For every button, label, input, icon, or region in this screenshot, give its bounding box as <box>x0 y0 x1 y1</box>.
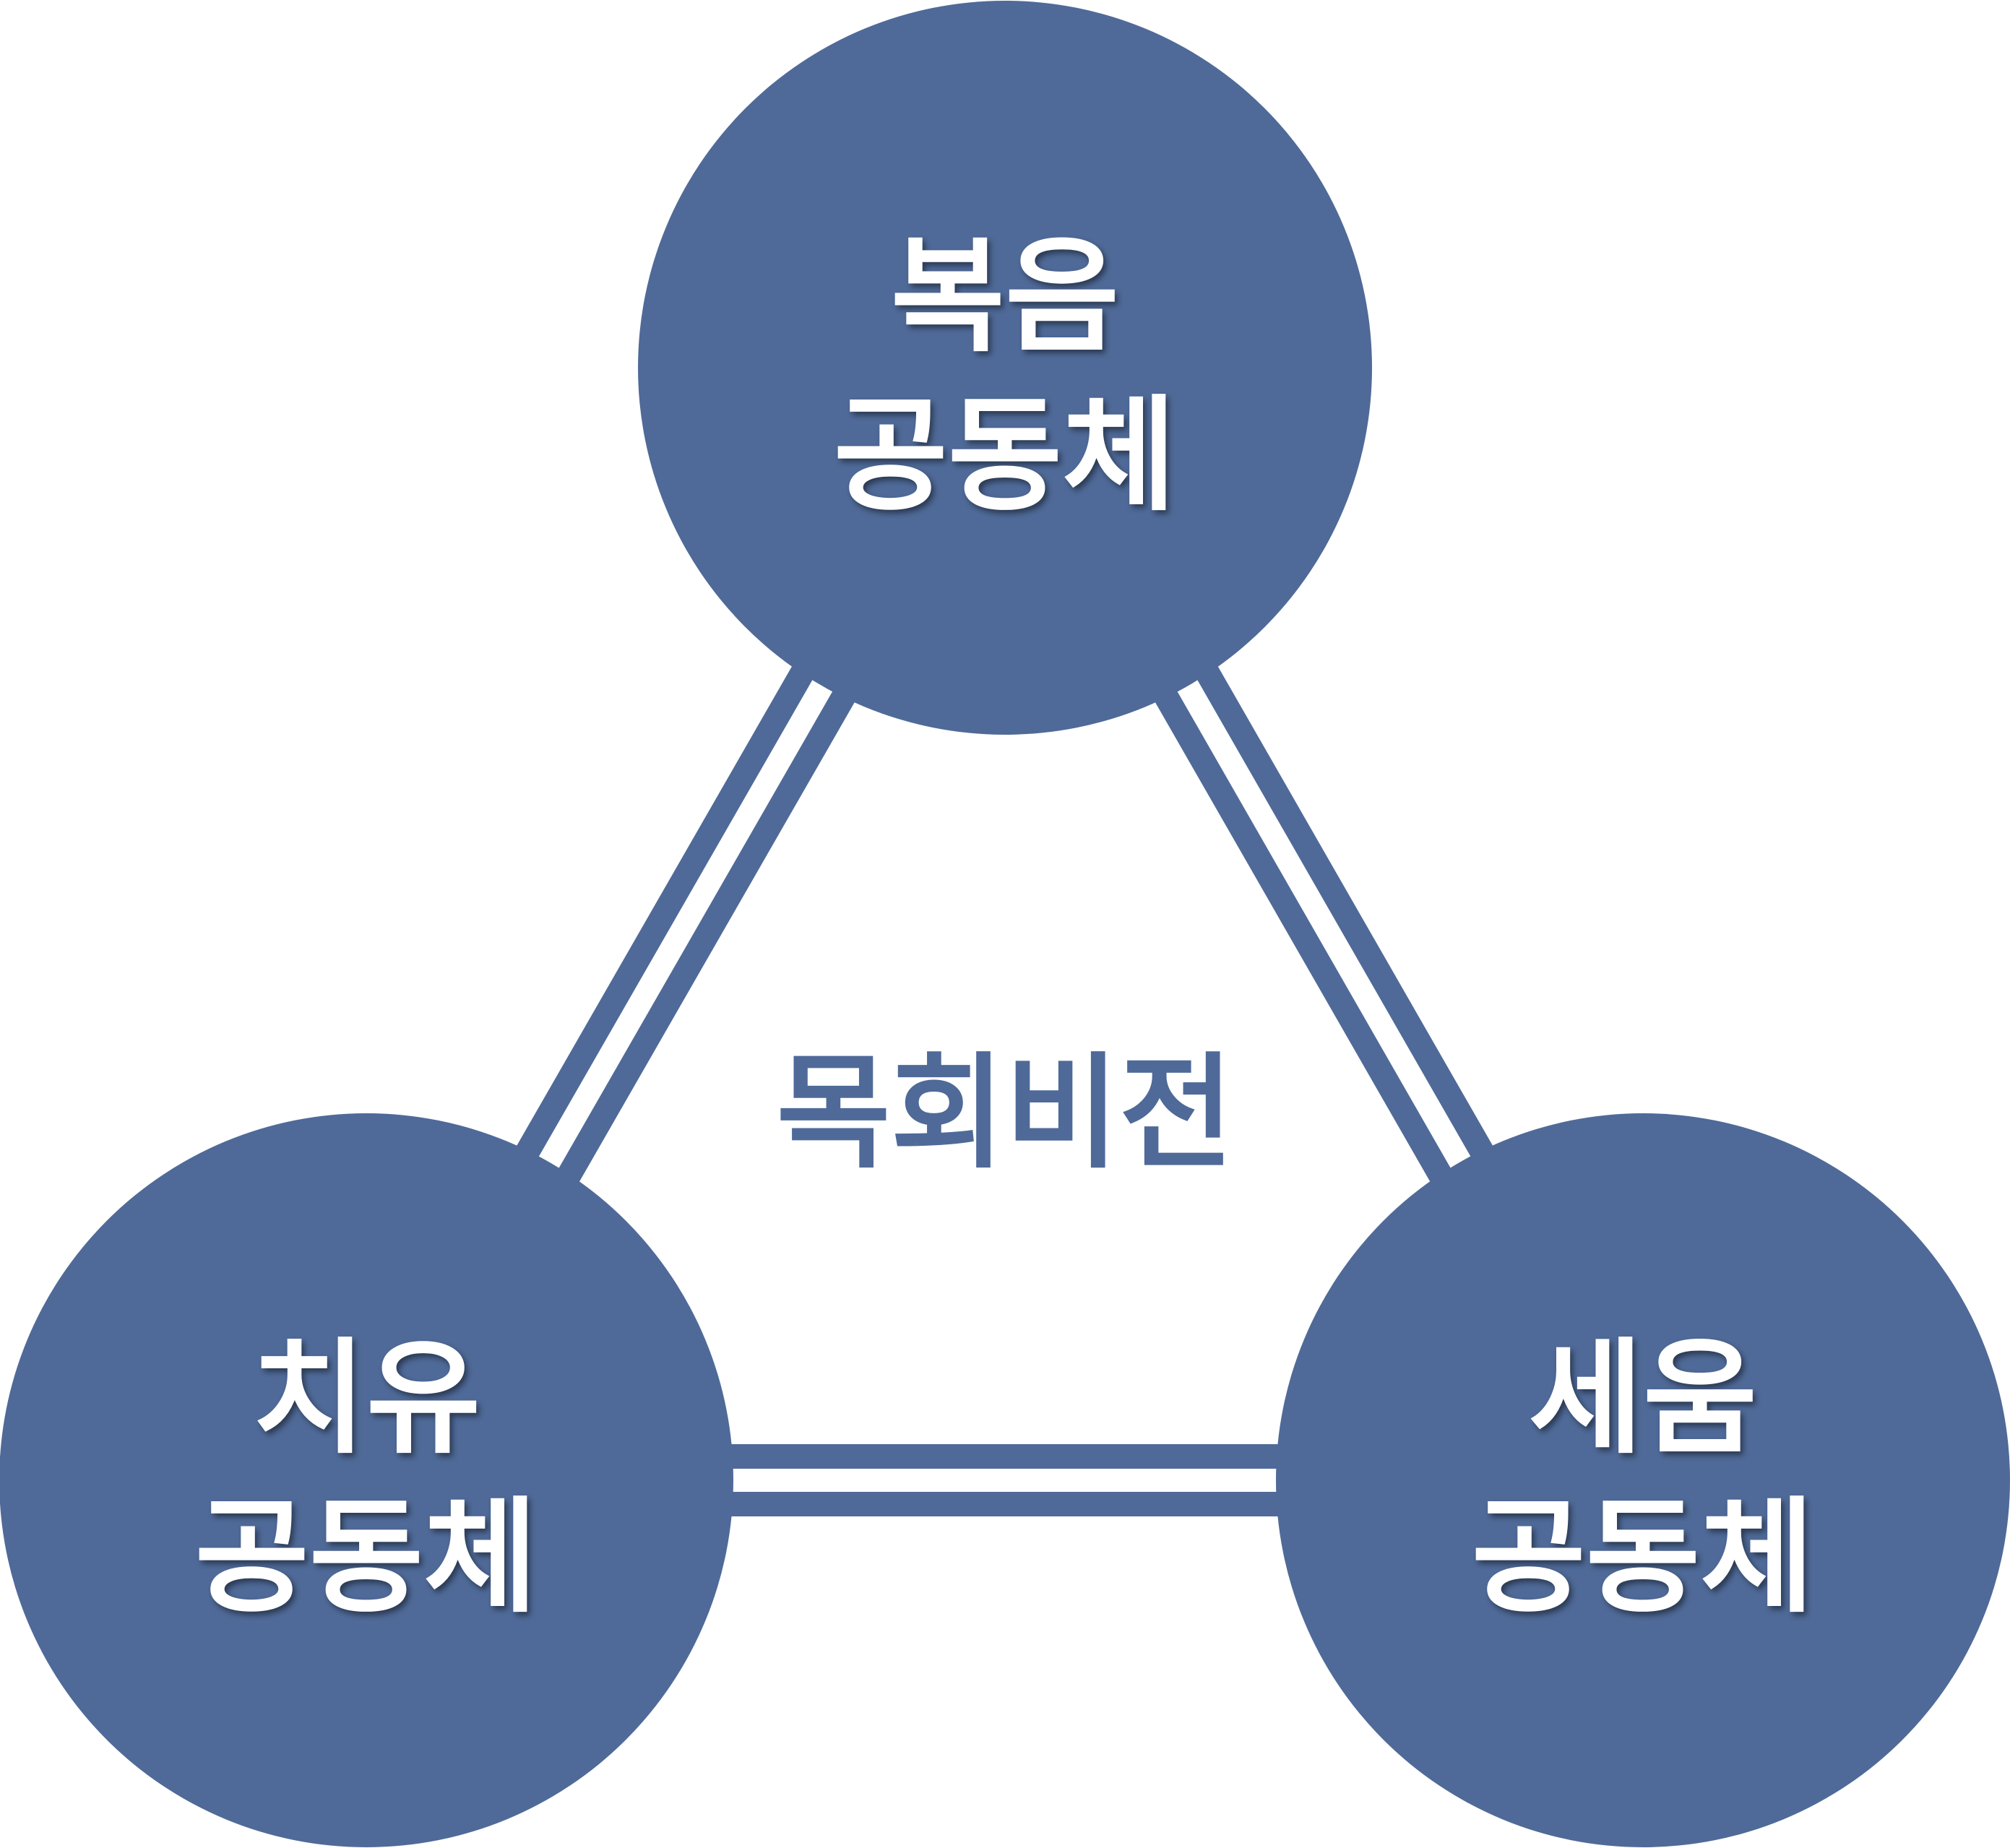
node-label-line2: 공동체 <box>834 383 1177 528</box>
node-circle <box>638 1 1372 735</box>
node-gospel-community: 복음 공동체 <box>638 1 1372 735</box>
node-circle <box>1276 1113 2010 1847</box>
node-building-community: 세움 공동체 <box>1276 1113 2010 1847</box>
node-healing-community: 치유 공동체 <box>0 1113 733 1847</box>
node-circle <box>0 1113 733 1847</box>
center-label: 목회비전 <box>777 1040 1234 1186</box>
node-label-line1: 세움 <box>1529 1326 1757 1471</box>
node-label-line1: 치유 <box>252 1326 480 1471</box>
node-label-line2: 공동체 <box>1472 1485 1815 1630</box>
node-label-line2: 공동체 <box>195 1485 538 1630</box>
node-label-line1: 복음 <box>891 224 1119 369</box>
